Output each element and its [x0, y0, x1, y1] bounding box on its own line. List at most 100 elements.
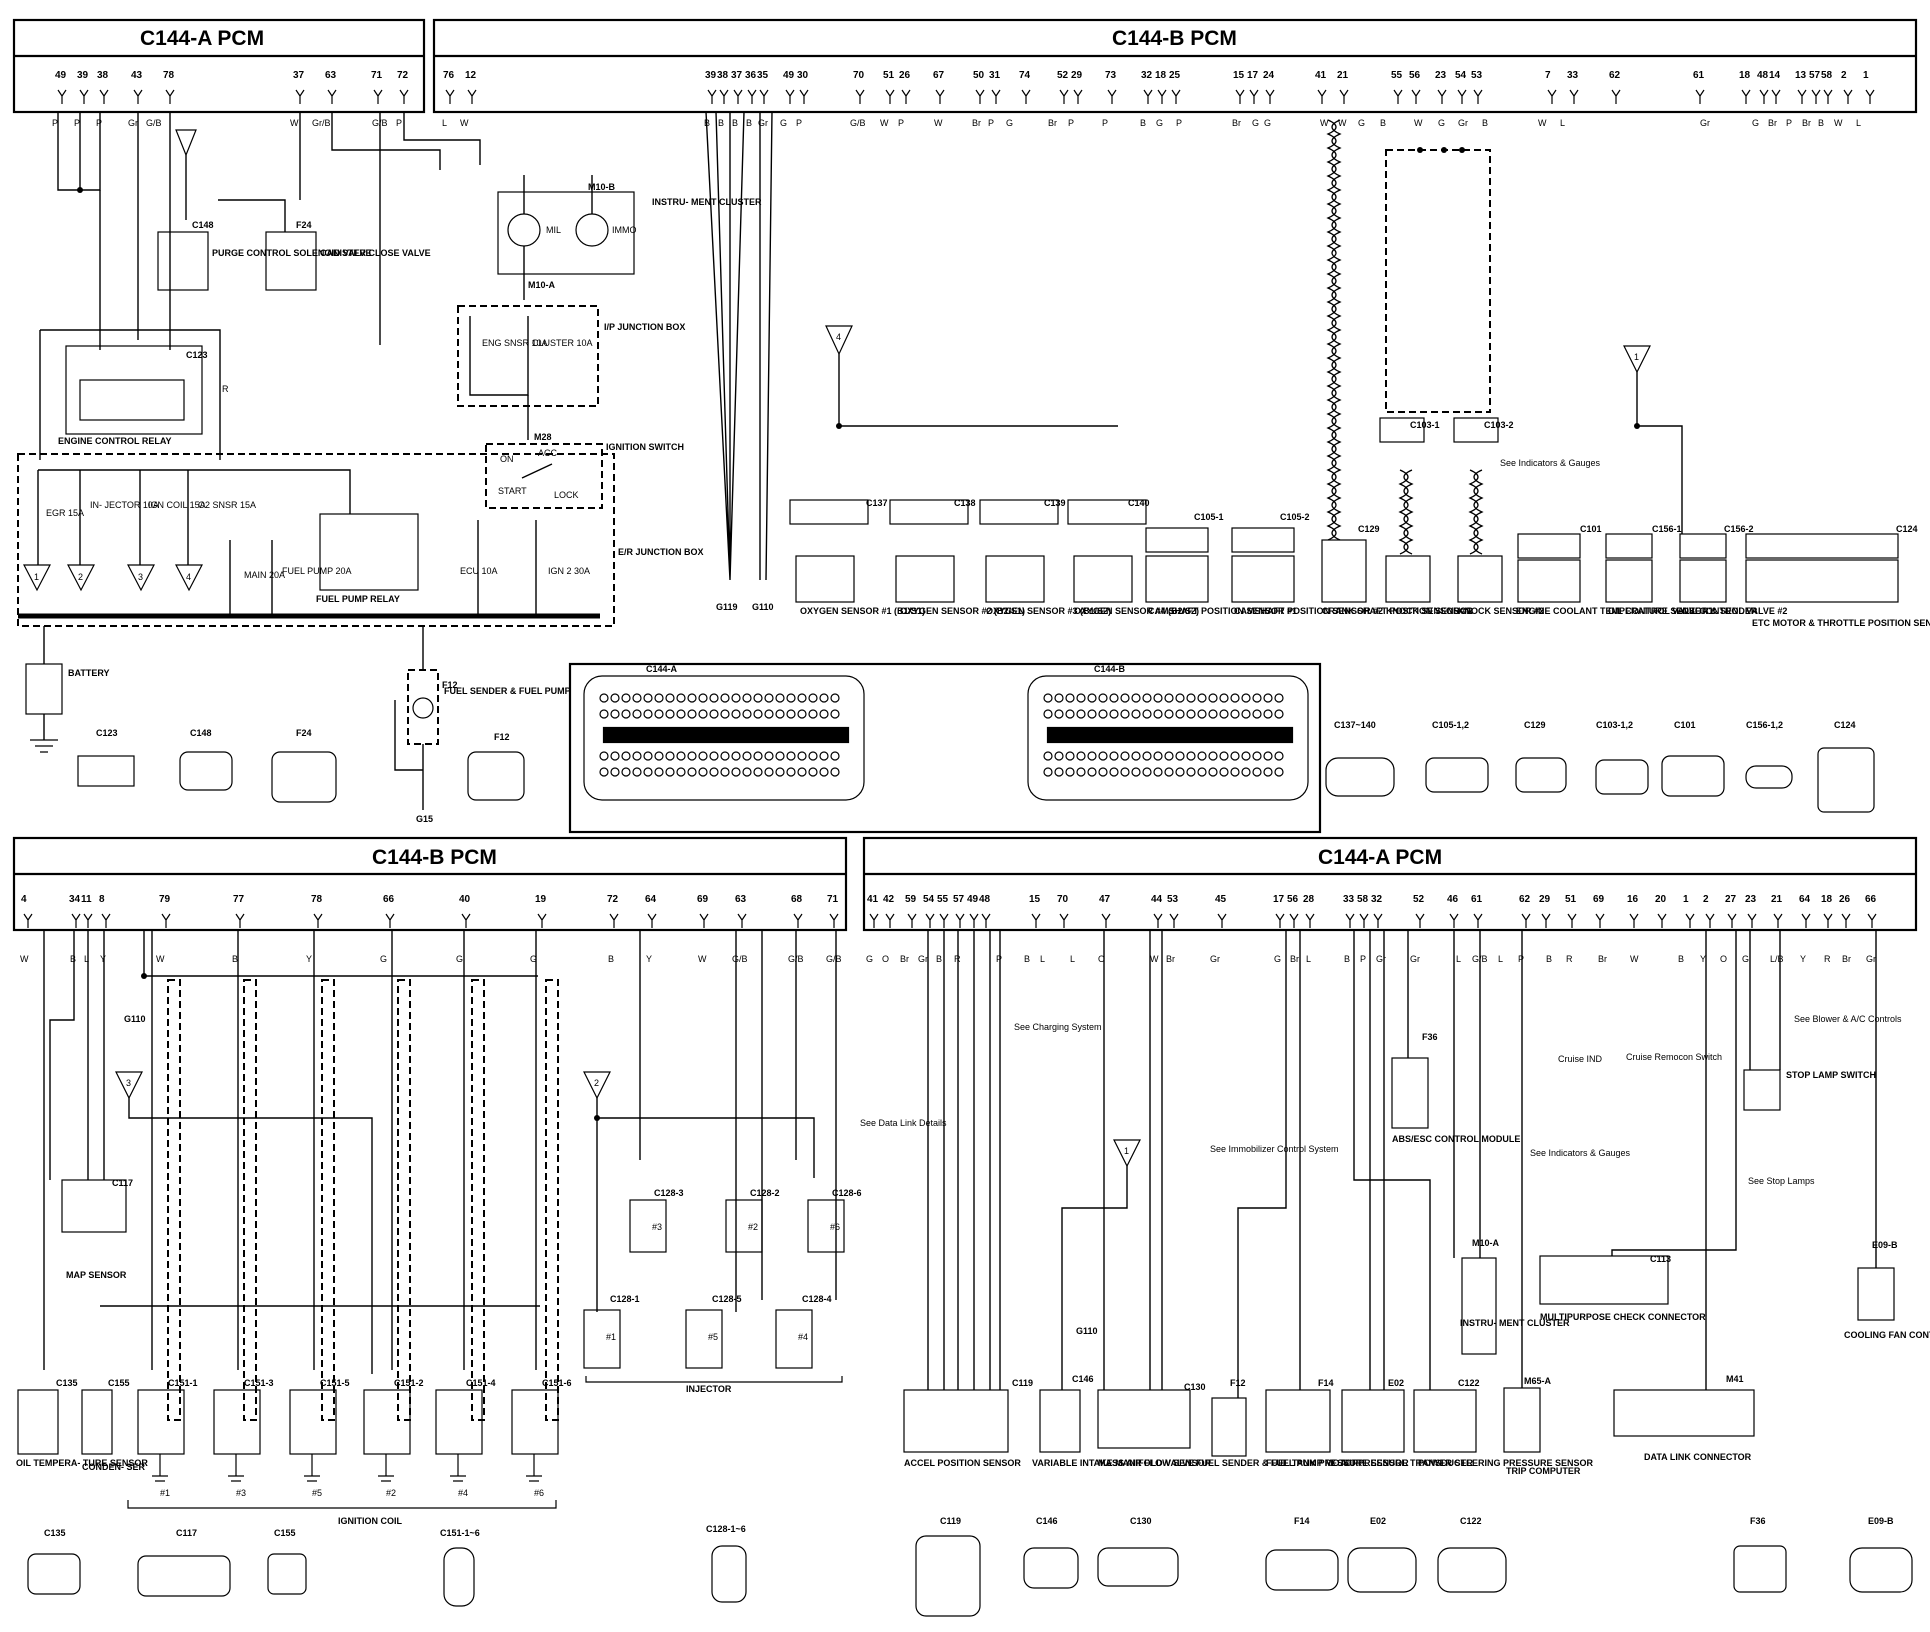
pcm-pin: [1263, 767, 1273, 777]
fuel-sender-bottom: FUEL SENDER & FUEL PUMP MOTOR: [1196, 1458, 1359, 1468]
wire-color: P: [52, 118, 58, 128]
pin-label: 51: [883, 70, 895, 81]
start-label: START: [498, 486, 527, 496]
pcm-pin: [1131, 767, 1141, 777]
pcm-pin: [1131, 693, 1141, 703]
wire-color: P: [988, 118, 994, 128]
ignition-coil-label: IGNITION COIL: [338, 1516, 403, 1526]
pin-stub: [935, 89, 945, 104]
wire-color: O: [882, 954, 889, 964]
pcm-pin: [1219, 751, 1229, 761]
pcm-pin: [698, 767, 708, 777]
pin-stub: [165, 89, 175, 104]
pcm-pin: [1252, 751, 1262, 761]
pcm-pin: [764, 693, 774, 703]
pin-label: 21: [1337, 70, 1349, 81]
pin-stub: [1393, 89, 1403, 104]
wire-color: P: [1068, 118, 1074, 128]
pin-label: 72: [607, 894, 619, 905]
pcm-pin: [709, 767, 719, 777]
wire-color: L: [1560, 118, 1565, 128]
pcm-pin: [621, 693, 631, 703]
wire-color: Gr: [1458, 118, 1468, 128]
injector-body: [775, 1309, 813, 1369]
mpc-label: MULTIPURPOSE CHECK CONNECTOR: [1540, 1312, 1706, 1322]
c122-tag: C122: [1458, 1378, 1480, 1388]
coil-number: #2: [386, 1488, 396, 1498]
wire-color: G/B: [850, 118, 866, 128]
pin-label: 18: [1155, 70, 1167, 81]
wire-color: G: [1358, 118, 1365, 128]
pcm-pin: [599, 693, 609, 703]
pin-label: 78: [311, 894, 323, 905]
twisted-pair: [1398, 469, 1409, 555]
wire-color: Br: [900, 954, 909, 964]
pcm-pin: [709, 709, 719, 719]
fuel-pump-relay-label: FUEL PUMP RELAY: [316, 594, 400, 604]
top-a-pcm-title: C144-A PCM: [140, 27, 264, 50]
pin-label: 23: [1745, 894, 1757, 905]
pin-stub: [1359, 913, 1369, 928]
svg-text:CANISTER CLOSE VALVE: CANISTER CLOSE VALVE: [320, 248, 431, 258]
pin-label: 69: [697, 894, 709, 905]
pin-label: 46: [1447, 894, 1459, 905]
pin-stub: [467, 89, 477, 104]
pcm-pin: [665, 693, 675, 703]
wire-color: P: [1786, 118, 1792, 128]
see-indicators-top: See Indicators & Gauges: [1500, 458, 1601, 468]
pcm-pin: [632, 693, 642, 703]
pin-label: 2: [1841, 70, 1847, 81]
wire-color: O: [1098, 954, 1105, 964]
wire-color: W: [460, 118, 469, 128]
ip-junction-box: I/P JUNCTION BOX ENG SNSR 10A CLUSTER 10…: [457, 305, 685, 440]
pcm-pin: [1208, 693, 1218, 703]
pcm-pin: [676, 693, 686, 703]
pcm-pin: [676, 767, 686, 777]
svg-text:2: 2: [594, 1078, 599, 1088]
pin-stub: [79, 89, 89, 104]
injector-number: #5: [708, 1332, 718, 1342]
pin-stub: [1811, 89, 1821, 104]
pin-label: 47: [1099, 894, 1111, 905]
injector-number: #4: [798, 1332, 808, 1342]
pin-stub: [785, 89, 795, 104]
wire-color: P: [796, 118, 802, 128]
pin-stub: [1415, 913, 1425, 928]
pin-label: 40: [459, 894, 471, 905]
pcm-pin: [665, 709, 675, 719]
pin-label: 41: [1315, 70, 1327, 81]
cv-c144a: C144-A: [646, 664, 678, 674]
pin-label: 19: [535, 894, 547, 905]
pcm-pin: [1241, 751, 1251, 761]
pin-stub: [855, 89, 865, 104]
pcm-pin: [698, 709, 708, 719]
pcm-pin: [1208, 709, 1218, 719]
wire-color: G: [1274, 954, 1281, 964]
pin-stub: [295, 89, 305, 104]
pin-stub: [647, 913, 657, 928]
pcm-pin: [1208, 751, 1218, 761]
wire-color: Gr/B: [312, 118, 331, 128]
bottom-a-pcm-title: C144-A PCM: [1318, 846, 1442, 869]
pcm-pin: [753, 693, 763, 703]
lock-label: LOCK: [554, 490, 579, 500]
oxygen3-label: OXYGEN SENSOR #3 (B1/S2): [986, 606, 1111, 616]
pin-stub: [759, 89, 769, 104]
shield: [243, 979, 257, 1421]
c156-1-tag: C156-1: [1652, 524, 1682, 534]
pcm-pin: [1087, 693, 1097, 703]
cv-e09b: E09-B: [1868, 1516, 1894, 1526]
pin-label: 34: [69, 894, 81, 905]
cam-crank-knock: C105-1 C105-2 CAMSHAFT POSITION SENSOR #…: [1145, 119, 1601, 616]
wire-color: G: [530, 954, 537, 964]
pcm-pin: [764, 709, 774, 719]
wire-color: W: [1150, 954, 1159, 964]
ac-pressure-label: A/C PRESSURE TRANSDUCER: [1340, 1458, 1474, 1468]
pcm-pin: [1153, 709, 1163, 719]
pin-label: 26: [899, 70, 911, 81]
wire-color: B: [1024, 954, 1030, 964]
pin-stub: [1741, 89, 1751, 104]
pin-label: 78: [163, 70, 175, 81]
cv-c129: C129: [1524, 720, 1546, 730]
